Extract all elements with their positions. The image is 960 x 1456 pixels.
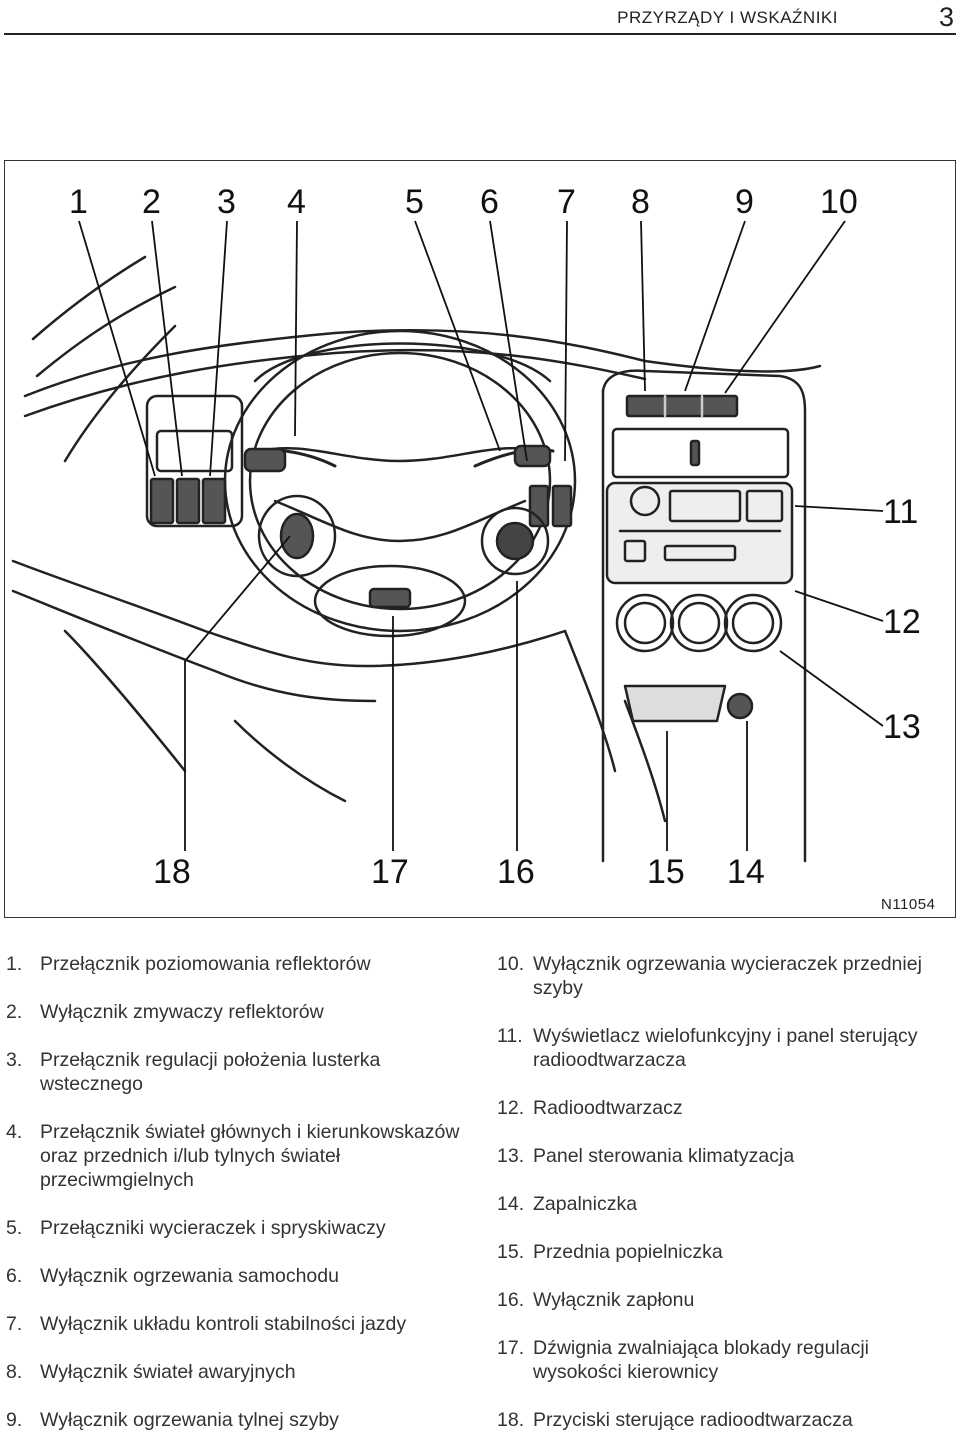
legend-item: 17. Dźwignia zwalniająca blokady regulacj… [497,1336,957,1384]
dashboard-illustration: 1 2 3 4 5 6 7 8 9 10 11 12 13 14 15 16 1… [11,183,935,913]
legend-item-text: Przełączniki wycieraczek i spryskiwaczy [40,1217,386,1239]
legend-item-text: Wyświetlacz wielofunkcyjny i panel steru… [533,1025,918,1071]
legend-item: 7. Wyłącznik układu kontroli stabilności … [6,1312,471,1336]
page-header: PRZYRZĄDY I WSKAŹNIKI 3 [4,0,956,35]
callout-4: 4 [287,183,306,221]
ignition-switch [480,506,550,576]
legend-item-text: Wyłącznik świateł awaryjnych [40,1361,296,1383]
legend-item-number: 5. [6,1217,23,1239]
legend-left-column: 1. Przełącznik poziomowania reflektorów 2.… [6,952,471,1456]
legend-right-column: 10. Wyłącznik ogrzewania wycieraczek prze… [497,952,957,1456]
callout-16: 16 [497,853,535,891]
figure-code: N11054 [881,896,935,913]
cigarette-lighter [726,692,754,720]
dashboard-figure: 1 2 3 4 5 6 7 8 9 10 11 12 13 14 15 16 1… [4,160,956,918]
callout-12: 12 [883,603,921,641]
legend-item: 4. Przełącznik świateł głównych i kierunk… [6,1120,471,1192]
legend-item-text: Zapalniczka [533,1193,638,1215]
climate-knob-left [615,593,675,653]
center-console [601,369,807,863]
dashboard-top-edge [23,328,822,398]
climate-knob-right [723,593,783,653]
legend-item-text: Wyłącznik ogrzewania tylnej szyby [40,1409,339,1431]
legend-item-number: 14. [497,1193,525,1215]
legend-item-text: Przednia popielniczka [533,1241,723,1263]
callout-2: 2 [142,183,161,221]
legend-item-number: 2. [6,1001,23,1023]
legend-item: 1. Przełącznik poziomowania reflektorów [6,952,471,976]
legend-item-number: 15. [497,1241,525,1263]
legend-item: 18. Przyciski sterujące radioodtwarzacza [497,1408,957,1432]
callout-17: 17 [371,853,409,891]
section-title: PRZYRZĄDY I WSKAŹNIKI [617,8,838,27]
legend-item: 6. Wyłącznik ogrzewania samochodu [6,1264,471,1288]
legend-item: 16. Wyłącznik zapłonu [497,1288,957,1312]
callout-leaders [78,220,884,851]
climate-knob-center [669,593,729,653]
multi-display [611,427,790,479]
page-number: 3 [938,2,954,32]
callout-8: 8 [631,183,650,221]
callout-11: 11 [883,493,918,531]
legend-item-text: Wyłącznik ogrzewania samochodu [40,1265,339,1287]
callout-15: 15 [647,853,685,891]
legend-item: 15. Przednia popielniczka [497,1240,957,1264]
a-pillar-line [31,255,147,341]
ashtray [623,684,727,723]
legend-item: 2. Wyłącznik zmywaczy reflektorów [6,1000,471,1024]
legend-item: 10. Wyłącznik ogrzewania wycieraczek prze… [497,952,957,1000]
callout-13: 13 [883,708,921,746]
legend-item-number: 3. [6,1049,23,1071]
legend-item: 13. Panel sterowania klimatyzacja [497,1144,957,1168]
legend-item: 8. Wyłącznik świateł awaryjnych [6,1360,471,1384]
legend-item-number: 17. [497,1337,525,1359]
legend-item-number: 7. [6,1313,23,1335]
legend-item-number: 4. [6,1121,23,1143]
legend-item-number: 9. [6,1409,23,1431]
legend-item-number: 10. [497,953,525,975]
legend-item-number: 6. [6,1265,23,1287]
legend-item-number: 1. [6,953,23,975]
legend-item-text: Przełącznik poziomowania reflektorów [40,953,371,975]
legend-item-text: Wyłącznik zapłonu [533,1289,695,1311]
legend-item-number: 12. [497,1097,525,1119]
legend-item-text: Przyciski sterujące radioodtwarzacza [533,1409,853,1431]
callout-7: 7 [557,183,576,221]
steering-wheel-rim [223,329,577,633]
legend-item-number: 18. [497,1409,525,1431]
radio-unit [605,481,794,585]
callout-10: 10 [820,183,858,221]
legend-item-text: Wyłącznik ogrzewania wycieraczek przedni… [533,953,922,999]
left-switch-housing [145,394,244,528]
legend-item-text: Wyłącznik układu kontroli stabilności ja… [40,1313,407,1335]
tilt-lever [368,587,412,609]
callout-18: 18 [153,853,191,891]
legend-item: 12. Radioodtwarzacz [497,1096,957,1120]
legend-item-text: Panel sterowania klimatyzacja [533,1145,795,1167]
legend-item: 3. Przełącznik regulacji położenia luster… [6,1048,471,1096]
legend-item-text: Dźwignia zwalniająca blokady regulacji w… [533,1337,870,1383]
left-rotary-knob [257,494,337,578]
callout-1: 1 [69,183,88,221]
callout-6: 6 [480,183,499,221]
legend-item: 14. Zapalniczka [497,1192,957,1216]
legend-item-number: 16. [497,1289,525,1311]
legend-item-text: Radioodtwarzacz [533,1097,683,1119]
legend-item-text: Przełącznik świateł głównych i kierunkow… [40,1121,460,1191]
legend-item-number: 8. [6,1361,23,1383]
legend-item: 9. Wyłącznik ogrzewania tylnej szyby [6,1408,471,1432]
legend-item-number: 11. [497,1025,523,1047]
legend-item-text: Wyłącznik zmywaczy reflektorów [40,1001,324,1023]
callout-3: 3 [217,183,236,221]
legend-item-text: Przełącznik regulacji położenia lusterka… [40,1049,381,1095]
legend-item-number: 13. [497,1145,525,1167]
callout-numbers: 1 2 3 4 5 6 7 8 9 10 11 12 13 14 15 16 1… [69,183,921,891]
callout-5: 5 [405,183,424,221]
legend-item: 5. Przełączniki wycieraczek i spryskiwacz… [6,1216,471,1240]
legend-item: 11. Wyświetlacz wielofunkcyjny i panel st… [497,1024,957,1072]
callout-14: 14 [727,853,765,891]
callout-9: 9 [735,183,754,221]
